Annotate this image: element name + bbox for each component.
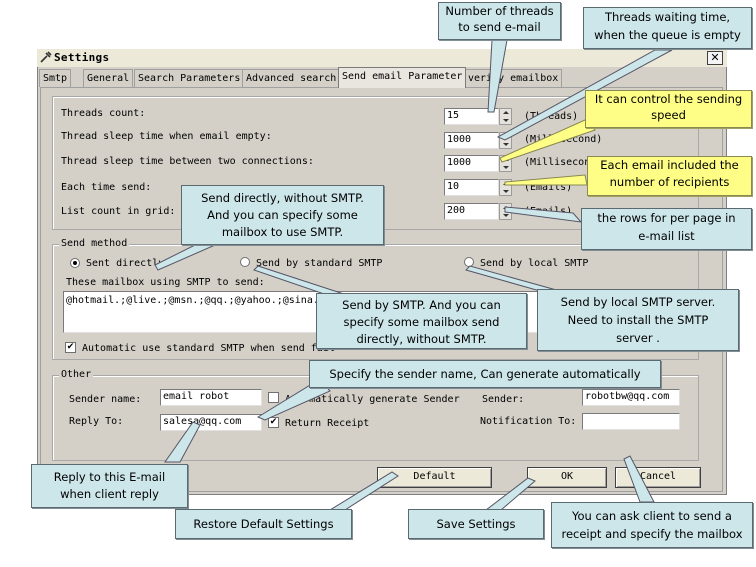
tab-general[interactable]: General (83, 69, 134, 87)
control-arrow (499, 119, 596, 163)
threads-count-label: Threads count: (61, 108, 146, 119)
sent-directly-radio[interactable] (70, 258, 80, 268)
auto-sender-label: Automatically generate Sender (285, 394, 460, 405)
notification-input[interactable] (582, 413, 680, 430)
standard-smtp-label[interactable]: Send by standard SMTP (256, 258, 383, 269)
save-arrow (484, 477, 536, 511)
sender-label: Sender: (482, 394, 525, 405)
sender-name-input[interactable]: email robot (160, 389, 262, 406)
callout-direct: Send directly, without SMTP.And you can … (181, 185, 384, 245)
each-arrow (504, 174, 588, 186)
receipt-arrow (623, 455, 655, 503)
each-time-send-input[interactable]: 10 (444, 179, 499, 196)
title-bar[interactable] (37, 49, 727, 67)
each-time-send-unit: (Emails) (524, 182, 573, 193)
auto-smtp-label: Automatic use standard SMTP when send fa… (82, 343, 335, 354)
sleep-between-label: Thread sleep time between two connection… (61, 156, 314, 167)
callout-waiting: Threads waiting time,when the queue is e… (583, 7, 752, 49)
standard-smtp-radio[interactable] (240, 257, 250, 267)
local-arrow (465, 265, 561, 292)
other-group-label: Other (59, 369, 94, 380)
restore-arrow (328, 471, 399, 511)
each-time-send-label: Each time send: (61, 182, 152, 193)
sleep-between-unit: (Millisecond) (524, 157, 603, 168)
threads-arrow (487, 39, 508, 113)
settings-app-icon (40, 51, 52, 63)
default-button[interactable]: Default (377, 467, 492, 488)
threads-count-spinner[interactable] (499, 108, 512, 125)
return-receipt-checkbox[interactable]: ✔ (268, 417, 279, 428)
threads-count-input[interactable]: 15 (444, 108, 499, 125)
tab-smtp[interactable]: Smtp (39, 69, 72, 87)
reply-to-input[interactable]: salesa@qq.com (160, 414, 262, 431)
callout-local: Send by local SMTP server.Need to instal… (537, 289, 739, 351)
reply-to-label: Reply To: (69, 416, 124, 427)
smtp-mailbox-label: These mailbox using SMTP to send: (66, 277, 265, 288)
tab-send-email-parameter[interactable]: Send email Parameter (338, 67, 467, 88)
sender-name-label: Sender name: (69, 394, 142, 405)
smtp-arrow (253, 265, 351, 297)
reply-arrow (164, 421, 201, 463)
sender-input[interactable]: robotbw@qq.com (582, 389, 680, 406)
rows-arrow (504, 206, 583, 223)
window-title: Settings (54, 51, 110, 64)
auto-smtp-checkbox[interactable]: ✔ (65, 342, 76, 353)
sleep-empty-label: Thread sleep time when email empty: (61, 131, 272, 142)
callout-restore: Restore Default Settings (175, 509, 352, 539)
sleep-between-input[interactable]: 1000 (444, 155, 499, 172)
auto-sender-checkbox[interactable] (268, 392, 279, 403)
callout-sender: Specify the sender name, Can generate au… (309, 360, 661, 388)
sent-directly-label[interactable]: Sent directly (86, 258, 165, 269)
direct-arrow (154, 244, 216, 271)
sleep-empty-input[interactable]: 1000 (444, 132, 499, 149)
threads-count-unit: (Threads) (524, 111, 579, 122)
send-method-group-label: Send method (59, 238, 130, 249)
notification-label: Notification To: (480, 416, 577, 427)
local-smtp-label[interactable]: Send by local SMTP (480, 258, 589, 269)
list-count-input[interactable]: 200 (444, 203, 499, 220)
callout-save: Save Settings (408, 509, 544, 539)
ok-button[interactable]: OK (527, 467, 607, 488)
list-count-label: List count in grid: (61, 206, 176, 217)
close-button[interactable]: ✕ (707, 51, 723, 65)
return-receipt-label: Return Receipt (285, 418, 370, 429)
